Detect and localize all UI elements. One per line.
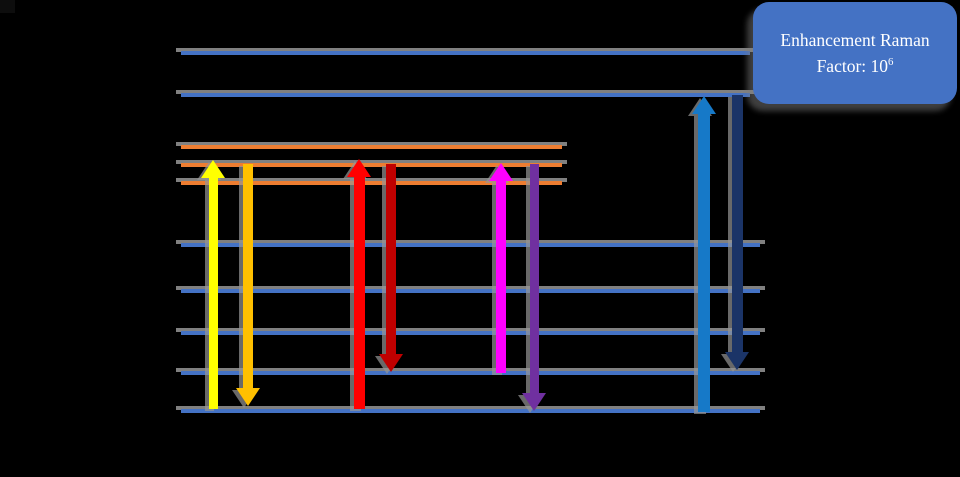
excited-electronic-level-upper-bar <box>181 51 750 55</box>
virtual-state-level-upper-shadow <box>176 142 567 146</box>
enhancement-factor-text: Enhancement Raman Factor: 106 <box>774 27 935 80</box>
vibrational-level-4 <box>176 240 765 247</box>
resonance-emission-arrow-darkblue <box>725 95 749 370</box>
vibrational-ground-level-shadow <box>176 406 765 410</box>
excited-electronic-level-lower-bar <box>181 93 750 97</box>
vibrational-ground-level <box>176 406 765 413</box>
antistokes-emission-arrow-purple-shaft <box>529 164 539 395</box>
excited-electronic-level-lower <box>176 90 755 97</box>
excited-electronic-level-lower-shadow <box>176 90 755 94</box>
enhancement-factor-callout: Enhancement Raman Factor: 106 <box>753 2 957 104</box>
vibrational-level-4-shadow <box>176 240 765 244</box>
resonance-excitation-arrow-lightblue-head <box>692 96 716 114</box>
virtual-state-level-lower-shadow <box>176 178 567 182</box>
virtual-state-level-upper <box>176 142 567 149</box>
virtual-state-level-lower <box>176 178 567 185</box>
vibrational-level-1-bar <box>181 371 760 375</box>
rayleigh-excitation-arrow-yellow <box>201 160 225 409</box>
excited-electronic-level-upper <box>176 48 755 55</box>
corner-artifact <box>0 0 15 13</box>
vibrational-level-2-bar <box>181 331 760 335</box>
antistokes-excitation-arrow-magenta-head <box>489 163 513 181</box>
virtual-state-level-middle-bar <box>181 163 562 167</box>
antistokes-emission-arrow-purple-head <box>522 393 546 411</box>
vibrational-level-2-shadow <box>176 328 765 332</box>
antistokes-emission-arrow-purple <box>522 164 546 411</box>
resonance-excitation-arrow-lightblue <box>692 96 716 412</box>
resonance-excitation-arrow-lightblue-shaft <box>698 112 710 412</box>
stokes-emission-arrow-darkred-head <box>379 354 403 372</box>
virtual-state-level-lower-bar <box>181 181 562 185</box>
virtual-state-level-upper-bar <box>181 145 562 149</box>
antistokes-excitation-arrow-magenta <box>489 163 513 373</box>
virtual-state-level-middle-shadow <box>176 160 567 164</box>
vibrational-level-3 <box>176 286 765 293</box>
excited-electronic-level-upper-shadow <box>176 48 755 52</box>
vibrational-level-3-bar <box>181 289 760 293</box>
vibrational-level-4-bar <box>181 243 760 247</box>
rayleigh-emission-arrow-gold <box>236 164 260 406</box>
virtual-state-level-middle <box>176 160 567 167</box>
rayleigh-emission-arrow-gold-shaft <box>243 164 253 390</box>
resonance-emission-arrow-darkblue-head <box>725 352 749 370</box>
vibrational-level-1 <box>176 368 765 375</box>
resonance-emission-arrow-darkblue-shaft <box>731 95 743 354</box>
rayleigh-excitation-arrow-yellow-shaft <box>208 176 218 409</box>
stokes-excitation-arrow-red <box>347 159 371 409</box>
stokes-emission-arrow-darkred-shaft <box>386 164 396 356</box>
vibrational-ground-level-bar <box>181 409 760 413</box>
callout-line2: Factor: 10 <box>816 56 889 76</box>
vibrational-level-1-shadow <box>176 368 765 372</box>
callout-exponent: 6 <box>888 56 894 69</box>
rayleigh-excitation-arrow-yellow-head <box>201 160 225 178</box>
stokes-excitation-arrow-red-shaft <box>353 175 365 409</box>
stokes-excitation-arrow-red-head <box>347 159 371 177</box>
stokes-emission-arrow-darkred <box>379 164 403 372</box>
callout-line1: Enhancement Raman <box>780 29 930 50</box>
vibrational-level-2 <box>176 328 765 335</box>
vibrational-level-3-shadow <box>176 286 765 290</box>
antistokes-excitation-arrow-magenta-shaft <box>496 179 506 373</box>
rayleigh-emission-arrow-gold-head <box>236 388 260 406</box>
